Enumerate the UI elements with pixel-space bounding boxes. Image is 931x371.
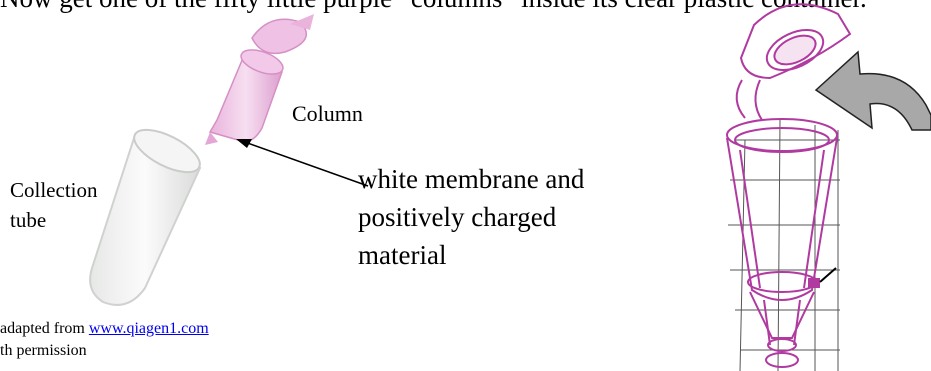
credit-prefix: adapted from (0, 320, 89, 337)
collection-tube-image (90, 121, 206, 305)
collection-tube-label-line2: tube (10, 205, 98, 235)
column-label: Column (292, 101, 363, 127)
membrane-label-line3: material (358, 236, 584, 274)
tube-detail (808, 268, 836, 288)
tube-outline (727, 4, 850, 367)
credit-line2: th permission (0, 340, 209, 362)
membrane-label-line1: white membrane and (358, 160, 584, 198)
image-credit: adapted from www.qiagen1.com th permissi… (0, 318, 209, 362)
membrane-label-line2: positively charged (358, 198, 584, 236)
rotation-arrow (816, 52, 931, 130)
membrane-label: white membrane and positively charged ma… (358, 160, 584, 274)
collection-tube-label-line1: Collection (10, 175, 98, 205)
qiagen-link[interactable]: www.qiagen1.com (89, 320, 209, 337)
collection-tube-label: Collection tube (10, 175, 98, 235)
membrane-pointer-arrow (236, 139, 368, 186)
